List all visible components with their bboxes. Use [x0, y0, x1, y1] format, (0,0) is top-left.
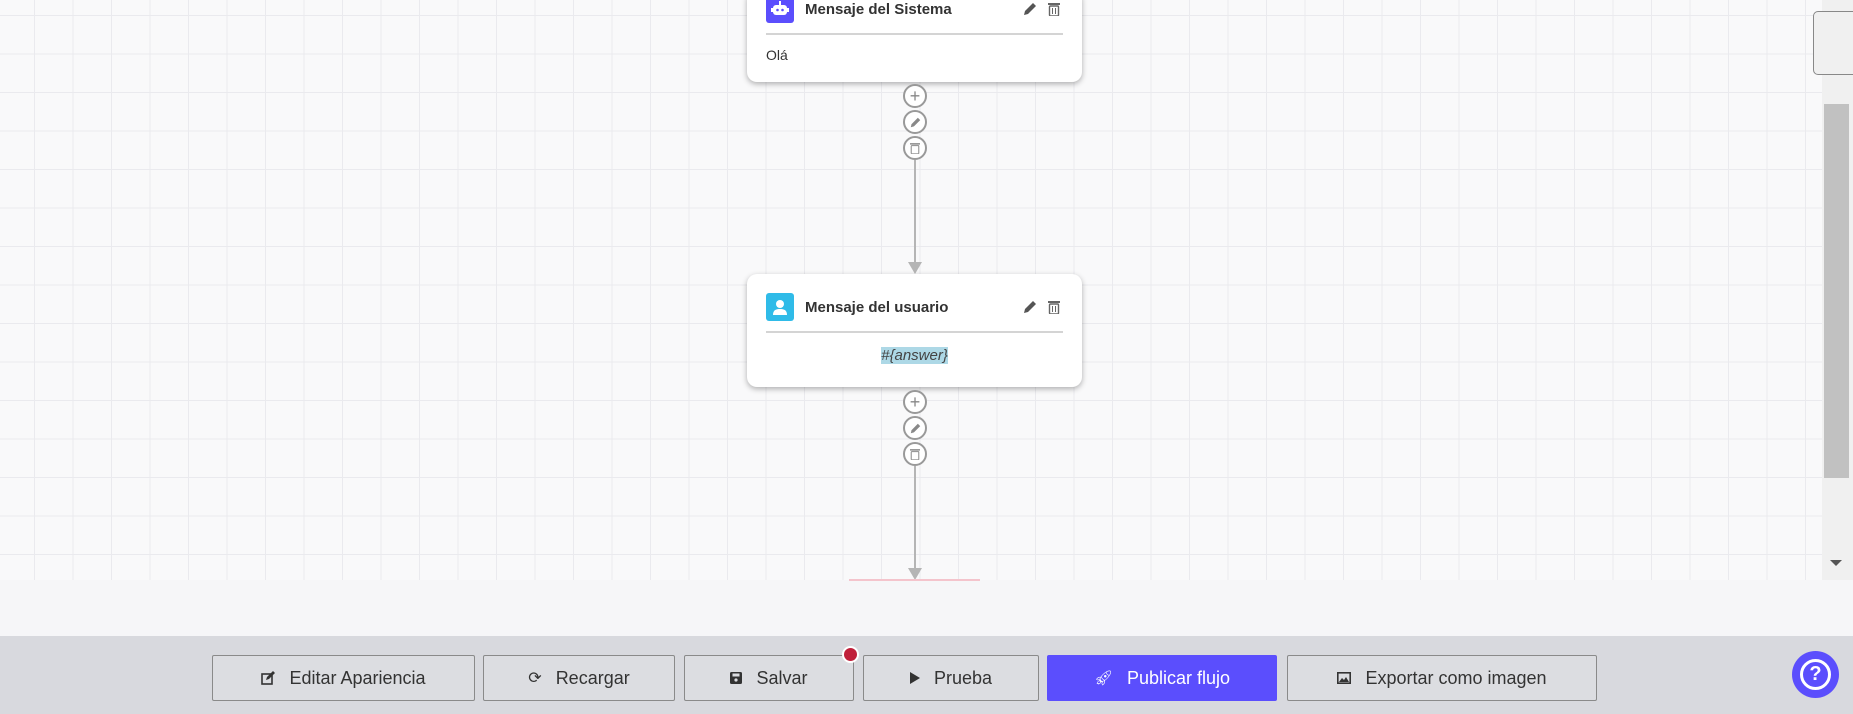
connector-arrow: [908, 262, 922, 274]
connector-arrow: [908, 568, 922, 580]
scroll-down-arrow[interactable]: [1830, 560, 1842, 566]
test-button[interactable]: Prueba: [863, 655, 1039, 701]
connector-line: [914, 160, 916, 264]
divider: [766, 33, 1063, 35]
scrollbar-thumb[interactable]: [1824, 104, 1849, 478]
delete-connection-button[interactable]: [903, 136, 927, 160]
vertical-scrollbar[interactable]: [1822, 0, 1853, 580]
minimap[interactable]: [1813, 11, 1853, 75]
next-node-edge: [849, 579, 980, 581]
edit-appearance-button[interactable]: Editar Apariencia: [212, 655, 475, 701]
user-message-node[interactable]: Mensaje del usuario #{answer}: [747, 274, 1082, 387]
rocket-icon: 🚀︎: [1093, 670, 1113, 687]
image-icon: [1337, 672, 1352, 684]
save-button[interactable]: Salvar: [684, 655, 854, 701]
trash-icon: [910, 449, 920, 460]
user-icon: [766, 293, 794, 321]
unsaved-changes-dot: [842, 646, 859, 663]
publish-flow-button[interactable]: 🚀︎ Publicar flujo: [1047, 655, 1277, 701]
edit-connection-button[interactable]: [903, 416, 927, 440]
export-image-button[interactable]: Exportar como imagen: [1287, 655, 1597, 701]
pencil-icon: [910, 117, 920, 127]
robot-icon: [766, 0, 794, 23]
plus-icon: +: [909, 392, 921, 412]
save-label: Salvar: [756, 667, 808, 688]
node-body: Olá: [766, 47, 788, 63]
test-label: Prueba: [933, 667, 993, 688]
export-label: Exportar como imagen: [1365, 667, 1547, 688]
add-node-button[interactable]: +: [903, 84, 927, 108]
reload-label: Recargar: [555, 667, 630, 688]
delete-connection-button[interactable]: [903, 442, 927, 466]
node-title: Mensaje del usuario: [805, 298, 949, 316]
connector-line: [914, 466, 916, 570]
answer-variable: #{answer}: [881, 347, 948, 364]
refresh-icon: ⟳: [528, 670, 542, 687]
add-node-button[interactable]: +: [903, 390, 927, 414]
node-title: Mensaje del Sistema: [805, 0, 952, 18]
pencil-icon[interactable]: [1021, 298, 1039, 316]
floppy-disk-icon: [730, 672, 743, 684]
divider: [766, 331, 1063, 333]
trash-icon[interactable]: [1045, 298, 1063, 316]
pencil-icon: [910, 423, 920, 433]
system-message-node[interactable]: Mensaje del Sistema Olá: [747, 0, 1082, 82]
edit-connection-button[interactable]: [903, 110, 927, 134]
trash-icon: [910, 143, 920, 154]
help-button[interactable]: ?: [1792, 651, 1839, 698]
play-icon: [909, 672, 920, 684]
edit-icon: [261, 671, 276, 685]
reload-button[interactable]: ⟳ Recargar: [483, 655, 675, 701]
edit-appearance-label: Editar Apariencia: [289, 667, 426, 688]
trash-icon[interactable]: [1045, 0, 1063, 18]
question-icon: ?: [1800, 659, 1831, 690]
pencil-icon[interactable]: [1021, 0, 1039, 18]
publish-label: Publicar flujo: [1126, 667, 1231, 688]
plus-icon: +: [909, 86, 921, 106]
